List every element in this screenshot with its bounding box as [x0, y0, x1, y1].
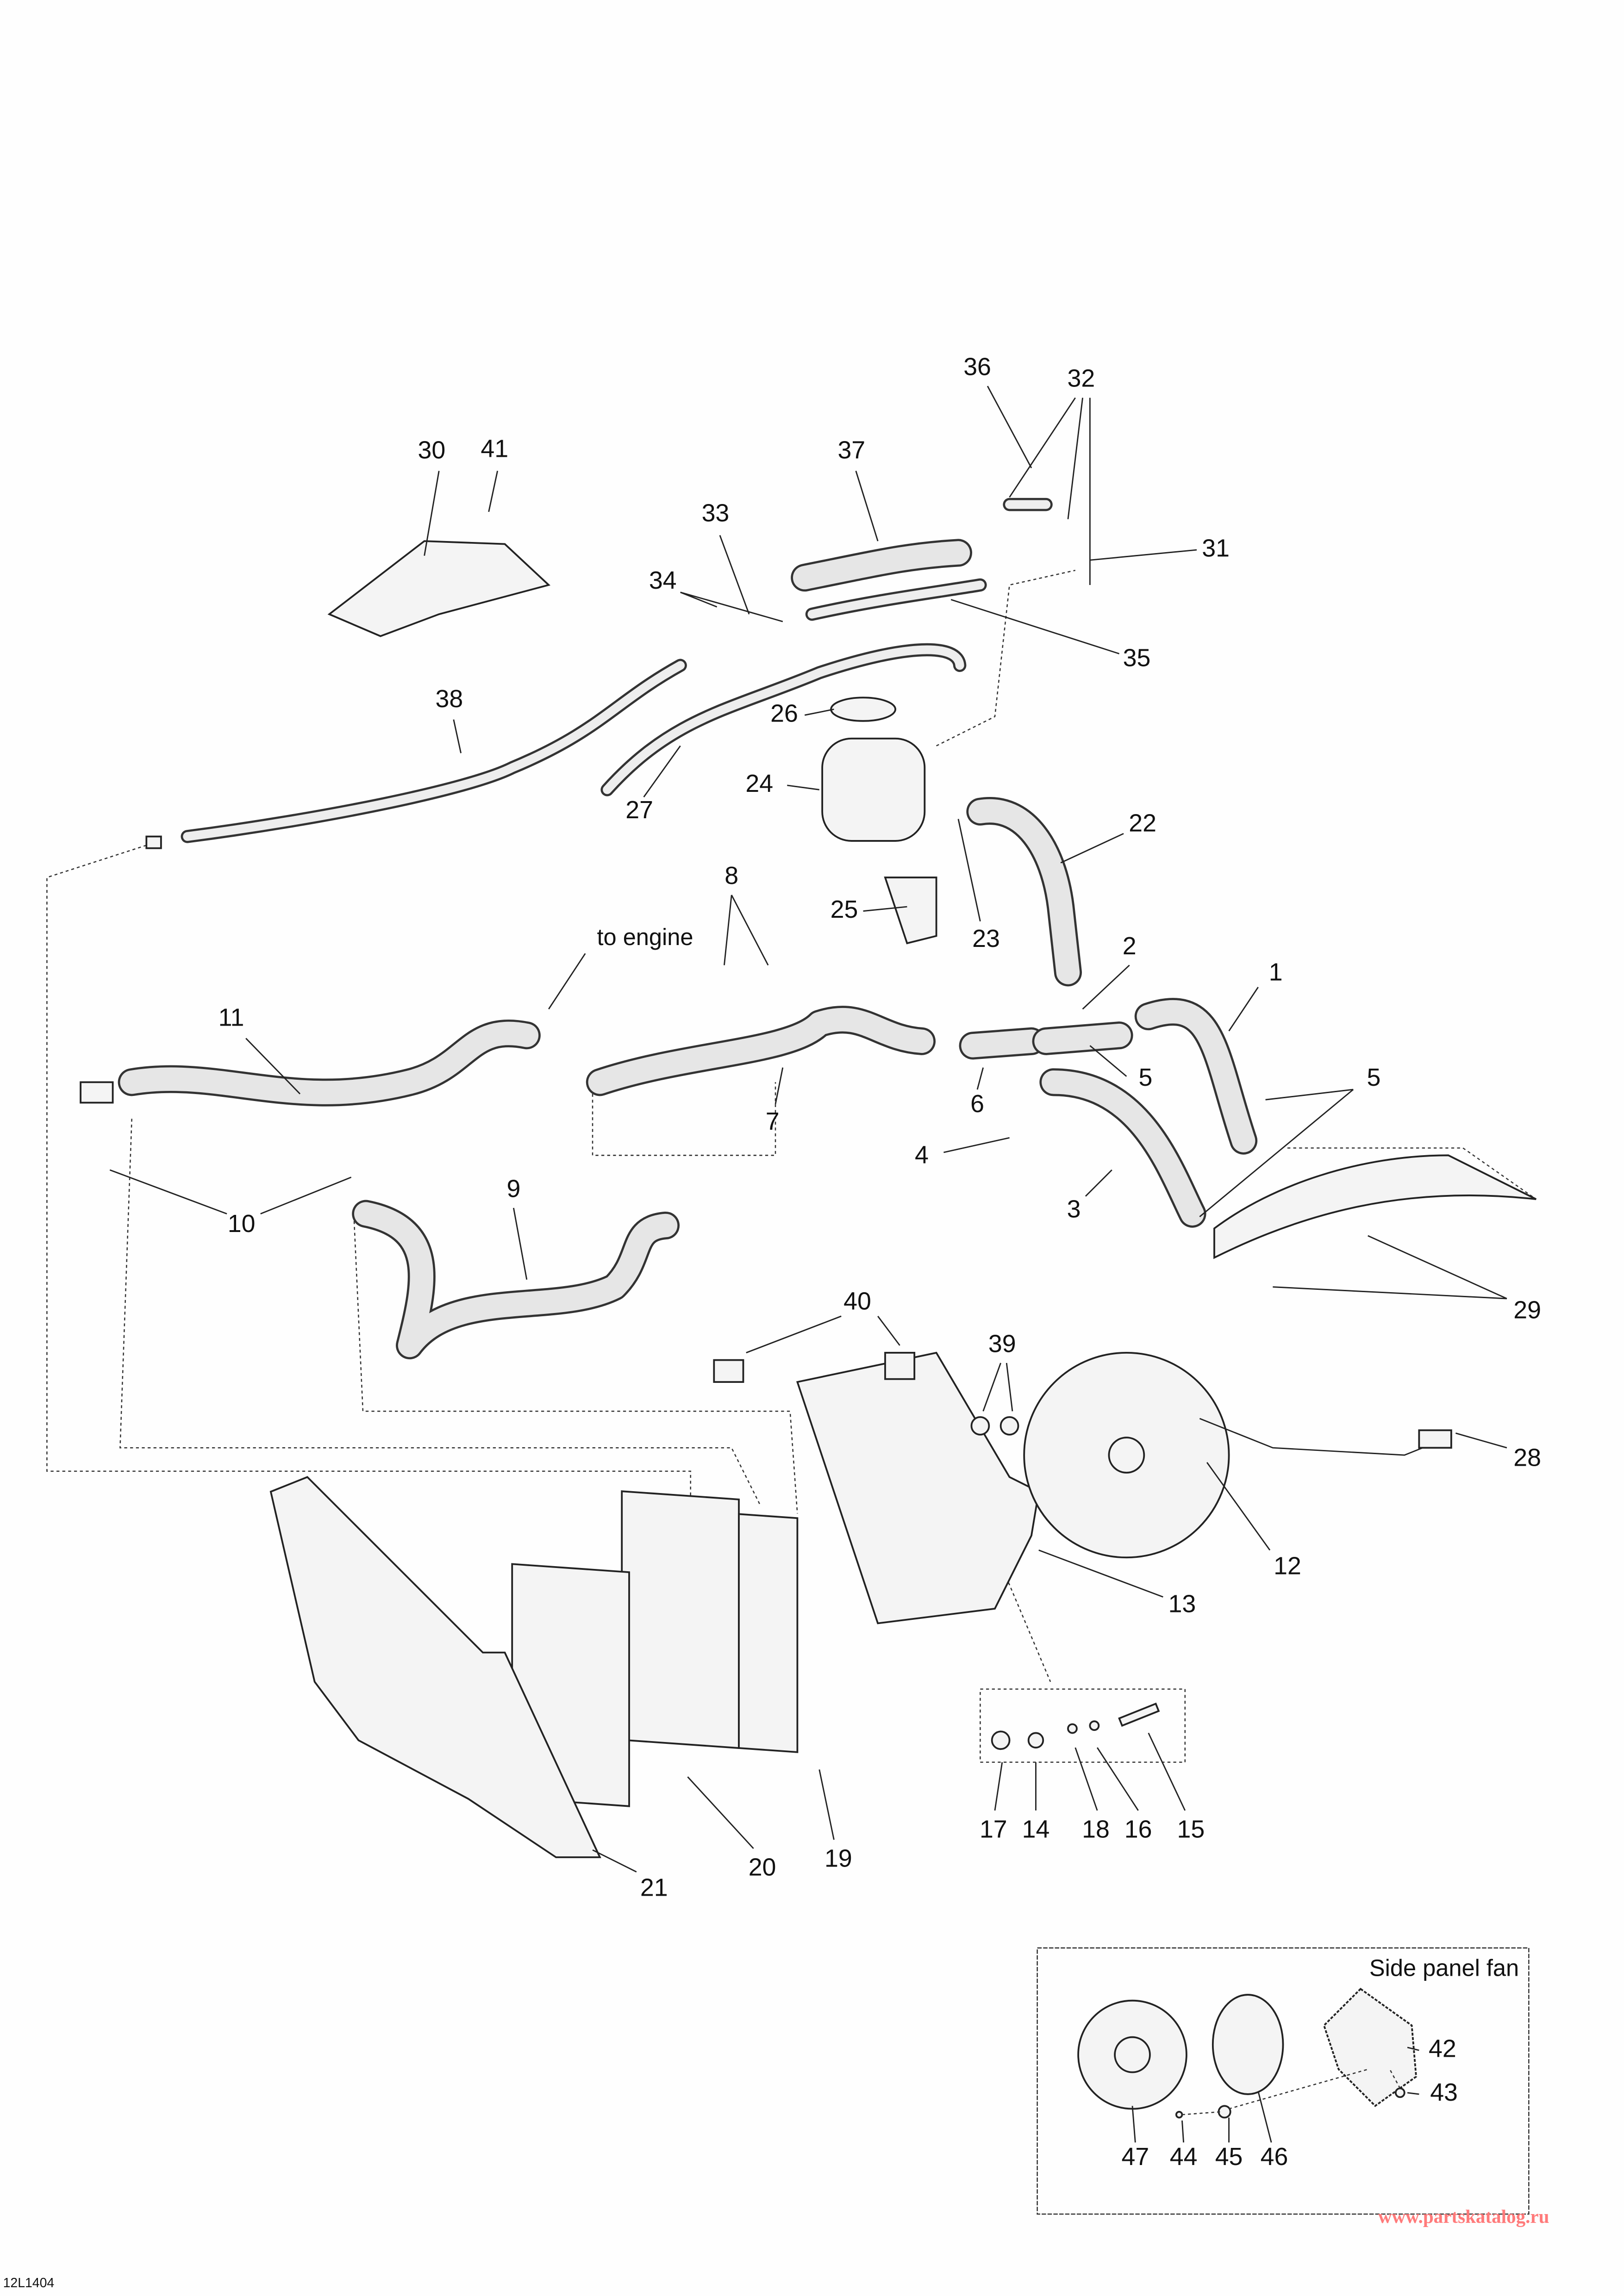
- components: [80, 540, 1537, 1858]
- leader-lines: [109, 386, 1507, 1873]
- callout-24: 24: [745, 770, 773, 797]
- part-30-deflector: [327, 540, 551, 637]
- part-28-connector: [1418, 1429, 1452, 1449]
- callout-5a: 5: [1139, 1064, 1153, 1091]
- side-panel-fan-inset: Side panel fan: [1037, 1947, 1530, 2215]
- callout-39: 39: [988, 1330, 1016, 1357]
- callout-10: 10: [228, 1210, 256, 1238]
- part-19-tank: [738, 1513, 799, 1753]
- callout-5b: 5: [1367, 1064, 1380, 1091]
- callout-27: 27: [625, 796, 653, 824]
- watermark: www.partskatalog.ru: [1378, 2206, 1549, 2227]
- callout-1: 1: [1269, 958, 1283, 986]
- part-46-fan-rotor: [1212, 1994, 1284, 2095]
- callout-33: 33: [702, 499, 730, 527]
- callout-15: 15: [1177, 1815, 1205, 1843]
- callout-43: 43: [1430, 2078, 1458, 2106]
- callout-labels: 1 2 3 4 5 5 6 7 8 9 10 11 12 13 14 15 16…: [219, 353, 1541, 2171]
- callout-37: 37: [837, 436, 865, 464]
- callout-11: 11: [219, 1004, 244, 1032]
- callout-42: 42: [1429, 2035, 1456, 2062]
- callout-3: 3: [1067, 1195, 1081, 1223]
- callout-14: 14: [1022, 1815, 1050, 1843]
- callout-20: 20: [749, 1854, 776, 1881]
- callout-47: 47: [1121, 2143, 1149, 2171]
- callout-8: 8: [725, 862, 738, 890]
- callout-18: 18: [1082, 1815, 1110, 1843]
- callout-12: 12: [1274, 1552, 1301, 1580]
- callout-40: 40: [843, 1288, 871, 1315]
- part-29-panel: [1213, 1154, 1537, 1259]
- callout-32: 32: [1068, 365, 1095, 392]
- callout-22: 22: [1129, 809, 1156, 837]
- callout-38: 38: [435, 685, 463, 713]
- callout-17: 17: [980, 1815, 1007, 1843]
- callout-46: 46: [1261, 2143, 1288, 2171]
- callout-28: 28: [1513, 1444, 1541, 1472]
- hoses: [118, 498, 1258, 1360]
- callout-9: 9: [506, 1175, 520, 1202]
- part-25-bracket: [884, 877, 937, 945]
- callout-4: 4: [915, 1141, 929, 1169]
- callout-31: 31: [1202, 534, 1230, 562]
- callout-23: 23: [972, 925, 1000, 952]
- callout-34: 34: [649, 566, 677, 594]
- callout-44: 44: [1170, 2143, 1198, 2171]
- callout-45: 45: [1215, 2143, 1243, 2171]
- callout-16: 16: [1124, 1815, 1152, 1843]
- callout-25: 25: [831, 896, 858, 923]
- to-engine-annotation: to engine: [597, 924, 693, 950]
- callout-30: 30: [418, 436, 446, 464]
- part-21-panel: [269, 1476, 601, 1858]
- callout-13: 13: [1168, 1590, 1196, 1618]
- part-40-bracket-a: [713, 1359, 744, 1383]
- callout-35: 35: [1123, 644, 1151, 672]
- part-19-radiator: [621, 1490, 740, 1749]
- part-26-cap: [830, 697, 897, 722]
- inset-title: Side panel fan: [1369, 1955, 1519, 1981]
- hose-38: [181, 659, 687, 843]
- callout-6: 6: [970, 1090, 984, 1118]
- part-13-shroud: [796, 1351, 1040, 1624]
- callout-19: 19: [824, 1845, 852, 1873]
- drawing-code: 12L1404: [3, 2276, 55, 2290]
- callout-41: 41: [481, 435, 508, 462]
- callout-36: 36: [963, 353, 991, 380]
- callout-21: 21: [640, 1874, 668, 1902]
- part-40-bracket-b: [884, 1351, 916, 1380]
- callout-2: 2: [1123, 932, 1137, 960]
- callout-7: 7: [766, 1108, 780, 1135]
- callout-26: 26: [770, 699, 798, 727]
- part-24-reservoir: [821, 737, 926, 842]
- callout-29: 29: [1513, 1296, 1541, 1324]
